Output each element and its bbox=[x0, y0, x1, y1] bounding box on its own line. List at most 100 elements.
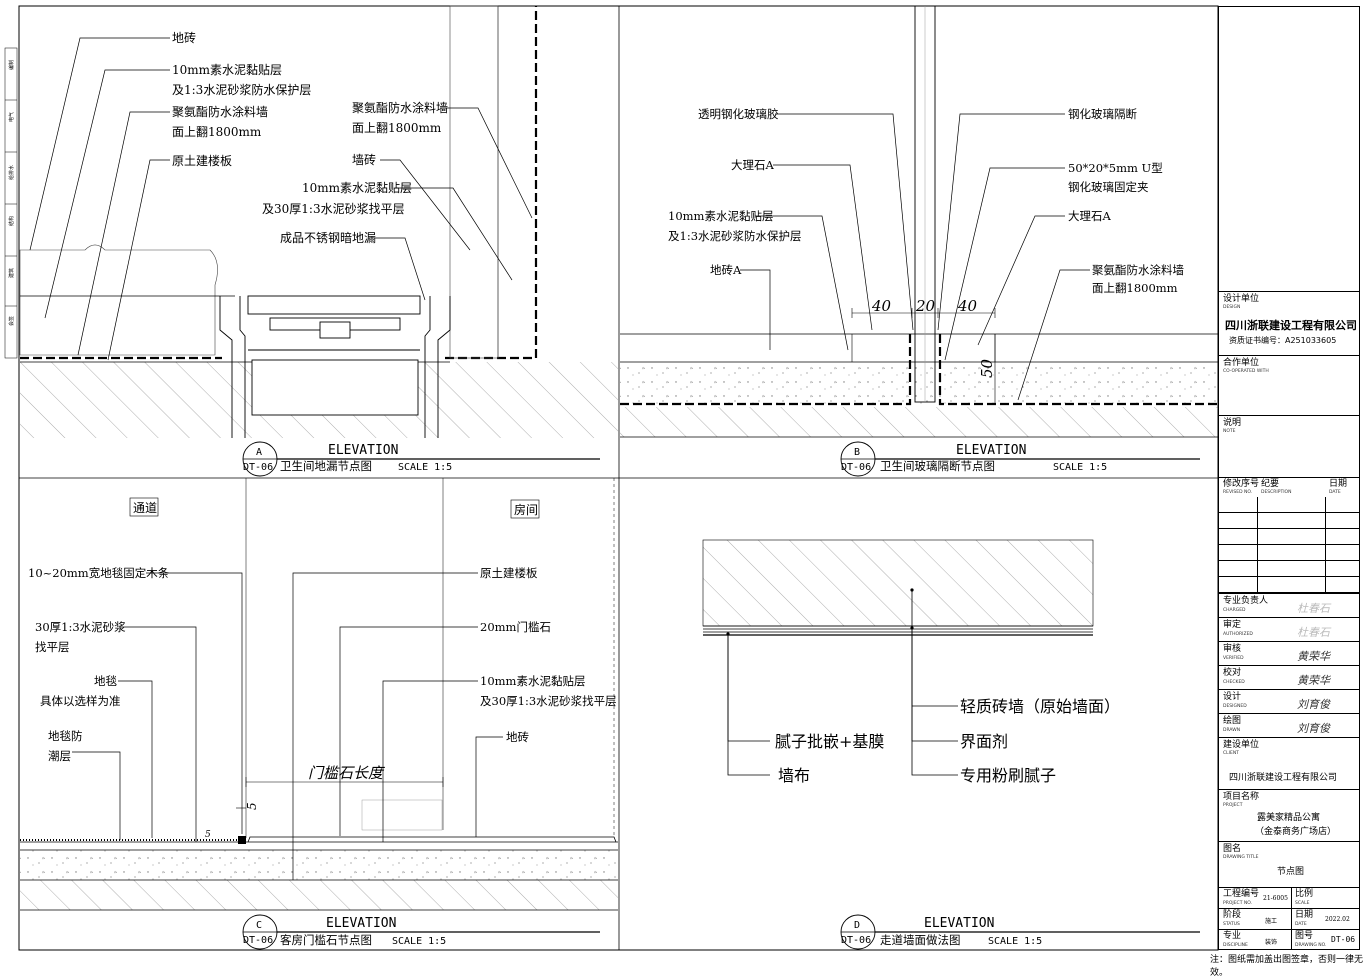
tb-stage-value: 施工 bbox=[1265, 918, 1278, 925]
tb-project-label: 项目名称 bbox=[1223, 792, 1260, 802]
tb-client: 建设单位 CLIENT 四川浙联建设工程有限公司 bbox=[1219, 737, 1359, 789]
tb-drawing-no-sub: DRAWING NO. bbox=[1295, 943, 1327, 948]
label-wood-strip: 10~20mm宽地毯固定木条 bbox=[28, 566, 170, 580]
label-cement-layer-2: 及1:3水泥砂浆防水保护层 bbox=[172, 82, 311, 97]
tb-project-name: 露美家精品公寓 bbox=[1257, 813, 1321, 823]
label-cement: 10mm素水泥黏贴层 bbox=[668, 209, 773, 223]
tb-note-sub: NOTE bbox=[1223, 429, 1236, 434]
tb-designed-label: 设计 bbox=[1223, 692, 1242, 702]
tb-design-unit: 设计单位 DESIGN 四川浙联建设工程有限公司 资质证书编号：A2510336… bbox=[1219, 291, 1359, 355]
tb-desc-label: 纪要 bbox=[1261, 479, 1280, 489]
label-wall-cement-2: 及30厚1:3水泥砂浆找平层 bbox=[262, 201, 405, 216]
tb-cooperate: 合作单位 CO-OPERATED WITH bbox=[1219, 355, 1359, 415]
title-badge-a: A DT-06 ELEVATION 卫生间地漏节点图 SCALE 1:5 bbox=[242, 441, 600, 477]
panel-a bbox=[19, 5, 618, 438]
title-badge-c: C DT-06 ELEVATION 客房门槛石节点图 SCALE 1:5 bbox=[242, 914, 600, 950]
dim-threshold-length: 门槛石长度 bbox=[308, 764, 385, 782]
tb-date2-value: 2022.02 bbox=[1325, 916, 1350, 923]
tb-design-unit-label: 设计单位 bbox=[1223, 294, 1260, 304]
tb-stage: 阶段 STATUS 施工 日期 DATE 2022.02 bbox=[1219, 908, 1359, 929]
tb-project-no-sub: PROJECT NO. bbox=[1223, 901, 1253, 906]
dim-5-b: 5 bbox=[205, 830, 211, 840]
tb-checked-label: 校对 bbox=[1223, 668, 1242, 678]
label-wall-tile: 墙砖 bbox=[352, 152, 376, 167]
tb-desc-sub: DESCRIPTION bbox=[1261, 490, 1292, 495]
label-cement-c: 10mm素水泥黏贴层 bbox=[480, 674, 585, 688]
floor-drain-graphic bbox=[219, 295, 451, 438]
panel-a-labels: 地砖 10mm素水泥黏贴层 及1:3水泥砂浆防水保护层 聚氨酯防水涂料墙 面上翻… bbox=[172, 30, 448, 245]
label-putty: 专用粉刷腻子 bbox=[960, 766, 1056, 785]
label-glass-glue: 透明钢化玻璃胶 bbox=[698, 107, 779, 121]
label-pu-waterproof: 聚氨酯防水涂料墙 bbox=[172, 104, 268, 119]
label-clip-2: 钢化玻璃固定夹 bbox=[1068, 180, 1149, 194]
tb-verified: 审核 VERIFIED 黄荣华 bbox=[1219, 641, 1359, 665]
tb-authorized-label: 审定 bbox=[1223, 620, 1242, 630]
label-wall-cement: 10mm素水泥黏贴层 bbox=[302, 181, 412, 195]
tb-charged-label: 专业负责人 bbox=[1223, 596, 1269, 606]
tb-verified-sub: VERIFIED bbox=[1223, 656, 1244, 661]
tb-discipline-value: 装饰 bbox=[1265, 939, 1278, 946]
tb-stage-label: 阶段 bbox=[1223, 910, 1242, 920]
panel-b-labels: 透明钢化玻璃胶 大理石A 10mm素水泥黏贴层 及1:3水泥砂浆防水保护层 地砖… bbox=[668, 107, 1184, 295]
footer-note: 注：图纸需加盖出图签章，否则一律无效。 bbox=[1210, 955, 1364, 978]
tb-cert: 资质证书编号：A251033605 bbox=[1229, 336, 1337, 345]
badge-c-letter: C bbox=[256, 920, 262, 931]
tb-project-no-label: 工程编号 bbox=[1223, 889, 1260, 899]
tb-design-unit-sub: DESIGN bbox=[1223, 305, 1241, 310]
tb-rev-grid bbox=[1219, 497, 1359, 593]
badge-a-letter: A bbox=[256, 447, 262, 458]
tb-sig-drawn: 刘育俊 bbox=[1297, 722, 1330, 735]
label-screed-2: 找平层 bbox=[35, 640, 70, 654]
label-underlay: 地毯防 bbox=[48, 729, 83, 743]
badge-c-elevation: ELEVATION bbox=[326, 916, 396, 931]
tb-date-label: 日期 bbox=[1329, 479, 1348, 489]
badge-b-elevation: ELEVATION bbox=[956, 443, 1026, 458]
tb-stage-sub: STATUS bbox=[1223, 922, 1240, 927]
tb-checked-sub: CHECKED bbox=[1223, 680, 1245, 685]
tb-designed: 设计 DESIGNED 刘育俊 bbox=[1219, 689, 1359, 713]
dim-20: 20 bbox=[915, 297, 936, 315]
tb-discipline-sub: DISCIPLINE bbox=[1223, 943, 1248, 948]
title-badge-d: D DT-06 ELEVATION 走道墙面做法图 SCALE 1:5 bbox=[840, 914, 1200, 950]
tb-note-label: 说明 bbox=[1223, 418, 1242, 428]
badge-b-scale: SCALE 1:5 bbox=[1053, 462, 1107, 473]
strip-label-3: 结构 bbox=[8, 216, 15, 226]
title-badge-b: B DT-06 ELEVATION 卫生间玻璃隔断节点图 SCALE 1:5 bbox=[840, 441, 1200, 477]
label-glass-partition: 钢化玻璃隔断 bbox=[1068, 107, 1137, 121]
badge-d-elevation: ELEVATION bbox=[924, 916, 994, 931]
label-pu-2: 面上翻1800mm bbox=[1092, 281, 1178, 295]
tb-date2-label: 日期 bbox=[1295, 910, 1314, 920]
tb-discipline: 专业 DISCIPLINE 装饰 图号 DRAWING NO. DT-06 bbox=[1219, 929, 1359, 950]
label-underlay-2: 潮层 bbox=[48, 749, 71, 763]
badge-b-letter: B bbox=[854, 447, 860, 458]
label-clip: 50*20*5mm U型 bbox=[1068, 161, 1163, 175]
label-room: 房间 bbox=[514, 502, 538, 517]
tb-rev-label: 修改序号 bbox=[1223, 479, 1260, 489]
panel-c bbox=[20, 478, 618, 911]
label-putty-film: 腻子批嵌+基膜 bbox=[775, 732, 884, 751]
tb-cooperate-sub: CO-OPERATED WITH bbox=[1223, 369, 1269, 374]
tb-drawing-no-value: DT-06 bbox=[1331, 935, 1356, 944]
tb-date-sub: DATE bbox=[1329, 490, 1341, 495]
label-brick-wall: 轻质砖墙（原始墙面） bbox=[960, 697, 1120, 716]
label-threshold: 20mm门槛石 bbox=[480, 620, 551, 634]
tb-client-label: 建设单位 bbox=[1223, 740, 1260, 750]
left-sign-strip bbox=[4, 47, 18, 359]
tb-note: 说明 NOTE bbox=[1219, 415, 1359, 477]
label-carpet: 地毯 bbox=[94, 674, 117, 688]
dim-5-a: 5 bbox=[245, 802, 259, 810]
tb-charged: 专业负责人 CHARGED 杜春石 bbox=[1219, 593, 1359, 617]
panel-d bbox=[702, 539, 1094, 776]
strip-label-5: 会签 bbox=[8, 316, 15, 326]
title-block: 设计单位 DESIGN 四川浙联建设工程有限公司 资质证书编号：A2510336… bbox=[1218, 6, 1360, 950]
dim-40-right: 40 bbox=[957, 297, 978, 315]
tb-project-no: 工程编号 PROJECT NO. 21-6005 比例 SCALE bbox=[1219, 887, 1359, 908]
badge-b-sheet: DT-06 bbox=[841, 462, 871, 473]
label-floor-tile-c: 地砖 bbox=[506, 730, 529, 744]
tb-rev-sub: REVISED NO. bbox=[1223, 490, 1253, 495]
label-carpet-2: 具体以选样为准 bbox=[40, 694, 121, 708]
badge-b-title: 卫生间玻璃隔断节点图 bbox=[880, 459, 995, 473]
tb-charged-sub: CHARGED bbox=[1223, 608, 1246, 613]
label-pu: 聚氨酯防水涂料墙 bbox=[1092, 263, 1184, 277]
dim-40-left: 40 bbox=[871, 297, 892, 315]
